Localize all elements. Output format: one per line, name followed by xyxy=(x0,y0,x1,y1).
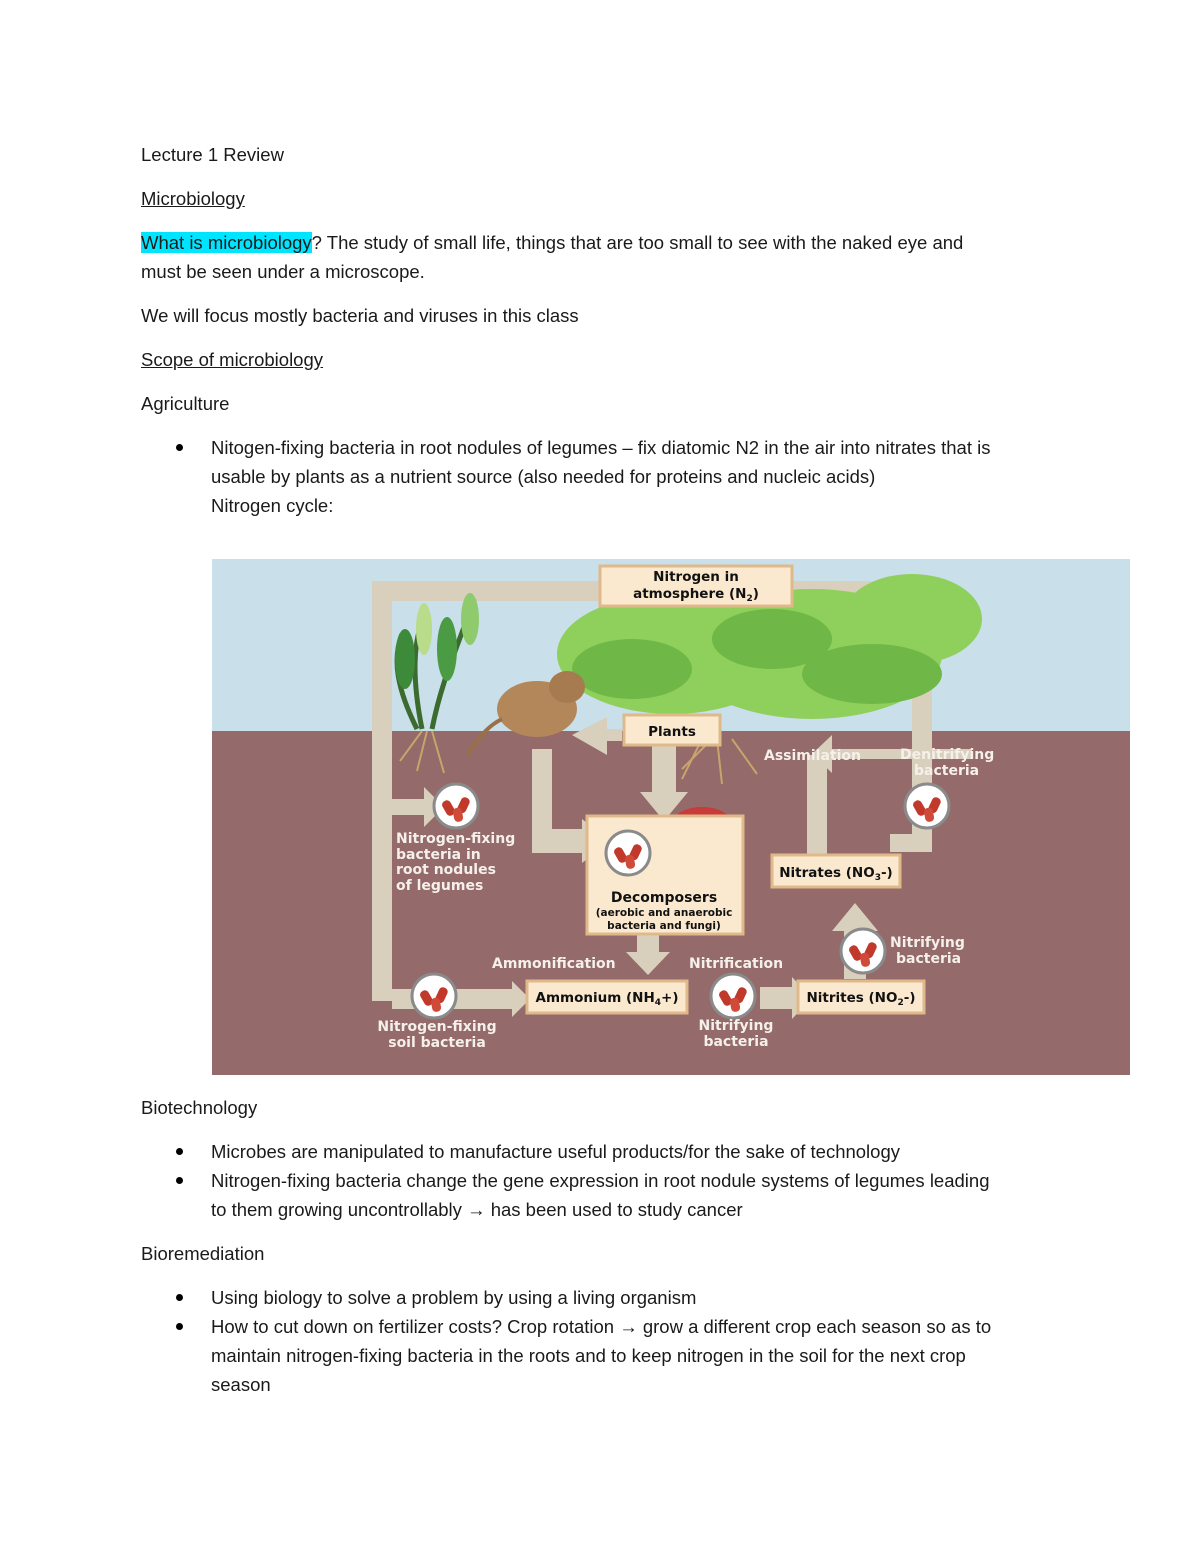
biotech-line-3: to them growing uncontrollably → has bee… xyxy=(211,1199,743,1220)
nitrates-label: Nitrates (NO3-) xyxy=(779,865,892,883)
definition-paragraph: What is microbiology? The study of small… xyxy=(141,228,1101,286)
document-body: Lecture 1 Review Microbiology What is mi… xyxy=(141,140,1101,535)
nitrifying-upper-bacteria-icon xyxy=(839,927,887,975)
biotechnology-list: Microbes are manipulated to manufacture … xyxy=(141,1137,1101,1224)
nitrifying-lower-bacteria-icon xyxy=(709,972,757,1020)
heading-bioremediation: Bioremediation xyxy=(141,1243,265,1264)
soil-bacteria-icon xyxy=(410,972,458,1020)
biorem-line-2: How to cut down on fertilizer costs? Cro… xyxy=(211,1316,992,1337)
ammonification-label: Ammonification xyxy=(492,956,616,972)
doc-title: Lecture 1 Review xyxy=(141,144,284,165)
denitrifying-label-1: Denitrifying xyxy=(900,747,994,763)
agriculture-list: Nitogen-fixing bacteria in root nodules … xyxy=(141,433,1101,520)
agri-line-1: Nitogen-fixing bacteria in root nodules … xyxy=(211,437,991,458)
list-item: Nitogen-fixing bacteria in root nodules … xyxy=(176,433,1101,520)
nitrites-label: Nitrites (NO2-) xyxy=(806,990,915,1008)
nitrites-box xyxy=(796,979,926,1015)
nodule-bacteria-icon xyxy=(432,782,480,830)
plants-label: Plants xyxy=(648,724,696,740)
nitrogen-cycle-svg: Nitrogen in atmosphere (N2) Plants Assim… xyxy=(212,559,1130,1075)
decomposers-sub-2: bacteria and fungi) xyxy=(607,920,721,932)
bioremediation-list: Using biology to solve a problem by usin… xyxy=(141,1283,1101,1399)
decomposers-sub-1: (aerobic and anaerobic xyxy=(596,907,733,919)
nitrifying-upper-label-2: bacteria xyxy=(896,951,961,967)
denitrifying-bacteria-icon xyxy=(903,782,951,830)
focus-paragraph: We will focus mostly bacteria and viruse… xyxy=(141,305,579,326)
document-body-lower: Biotechnology Microbes are manipulated t… xyxy=(141,1093,1101,1414)
soil-label-1: Nitrogen-fixing xyxy=(377,1019,496,1035)
decomposer-bacteria-icon xyxy=(604,829,652,877)
ammonium-label: Ammonium (NH4+) xyxy=(536,990,679,1008)
list-item: Microbes are manipulated to manufacture … xyxy=(176,1137,1101,1166)
biorem-line-3: maintain nitrogen-fixing bacteria in the… xyxy=(211,1345,966,1366)
highlighted-question: What is microbiology xyxy=(141,232,312,253)
agri-line-2: usable by plants as a nutrient source (a… xyxy=(211,466,876,487)
definition-line-2: must be seen under a microscope. xyxy=(141,261,425,282)
list-item: Nitrogen-fixing bacteria change the gene… xyxy=(176,1166,1101,1224)
biorem-line-4: season xyxy=(211,1374,271,1395)
plants-box xyxy=(622,713,722,747)
mouse-illustration xyxy=(465,671,585,756)
biorem-line-1: Using biology to solve a problem by usin… xyxy=(211,1287,697,1308)
definition-line-1: ? The study of small life, things that a… xyxy=(311,232,964,253)
soil-label-2: soil bacteria xyxy=(388,1035,486,1051)
heading-agriculture: Agriculture xyxy=(141,393,230,414)
ammonium-box xyxy=(525,979,689,1015)
section-microbiology: Microbiology xyxy=(141,188,245,209)
nitrogen-cycle-diagram: Nitrogen in atmosphere (N2) Plants Assim… xyxy=(212,559,1130,1075)
atmosphere-box xyxy=(598,564,794,608)
atmosphere-label-2: atmosphere (N2) xyxy=(633,586,759,604)
biotech-line-2: Nitrogen-fixing bacteria change the gene… xyxy=(211,1170,990,1191)
list-item: How to cut down on fertilizer costs? Cro… xyxy=(176,1312,1101,1399)
section-scope: Scope of microbiology xyxy=(141,349,324,370)
nitrifying-lower-label-2: bacteria xyxy=(703,1034,768,1050)
nodule-label-3: root nodules xyxy=(396,862,496,878)
nitrifying-upper-label-1: Nitrifying xyxy=(890,935,965,951)
list-item: Using biology to solve a problem by usin… xyxy=(176,1283,1101,1312)
decomposers-label: Decomposers xyxy=(611,890,717,906)
heading-biotechnology: Biotechnology xyxy=(141,1097,258,1118)
biotech-line-1: Microbes are manipulated to manufacture … xyxy=(211,1141,900,1162)
nitrification-label: Nitrification xyxy=(689,956,783,972)
nodule-label-4: of legumes xyxy=(396,878,483,894)
nitrifying-lower-label-1: Nitrifying xyxy=(699,1018,774,1034)
plant-illustration xyxy=(394,574,982,785)
assimilation-label: Assimilation xyxy=(764,748,861,764)
denitrifying-label-2: bacteria xyxy=(914,763,979,779)
nodule-label-2: bacteria in xyxy=(396,847,481,863)
agri-line-3: Nitrogen cycle: xyxy=(211,495,334,516)
nitrates-box xyxy=(770,853,902,889)
atmosphere-label-1: Nitrogen in xyxy=(653,569,739,585)
nodule-label-1: Nitrogen-fixing xyxy=(396,831,515,847)
